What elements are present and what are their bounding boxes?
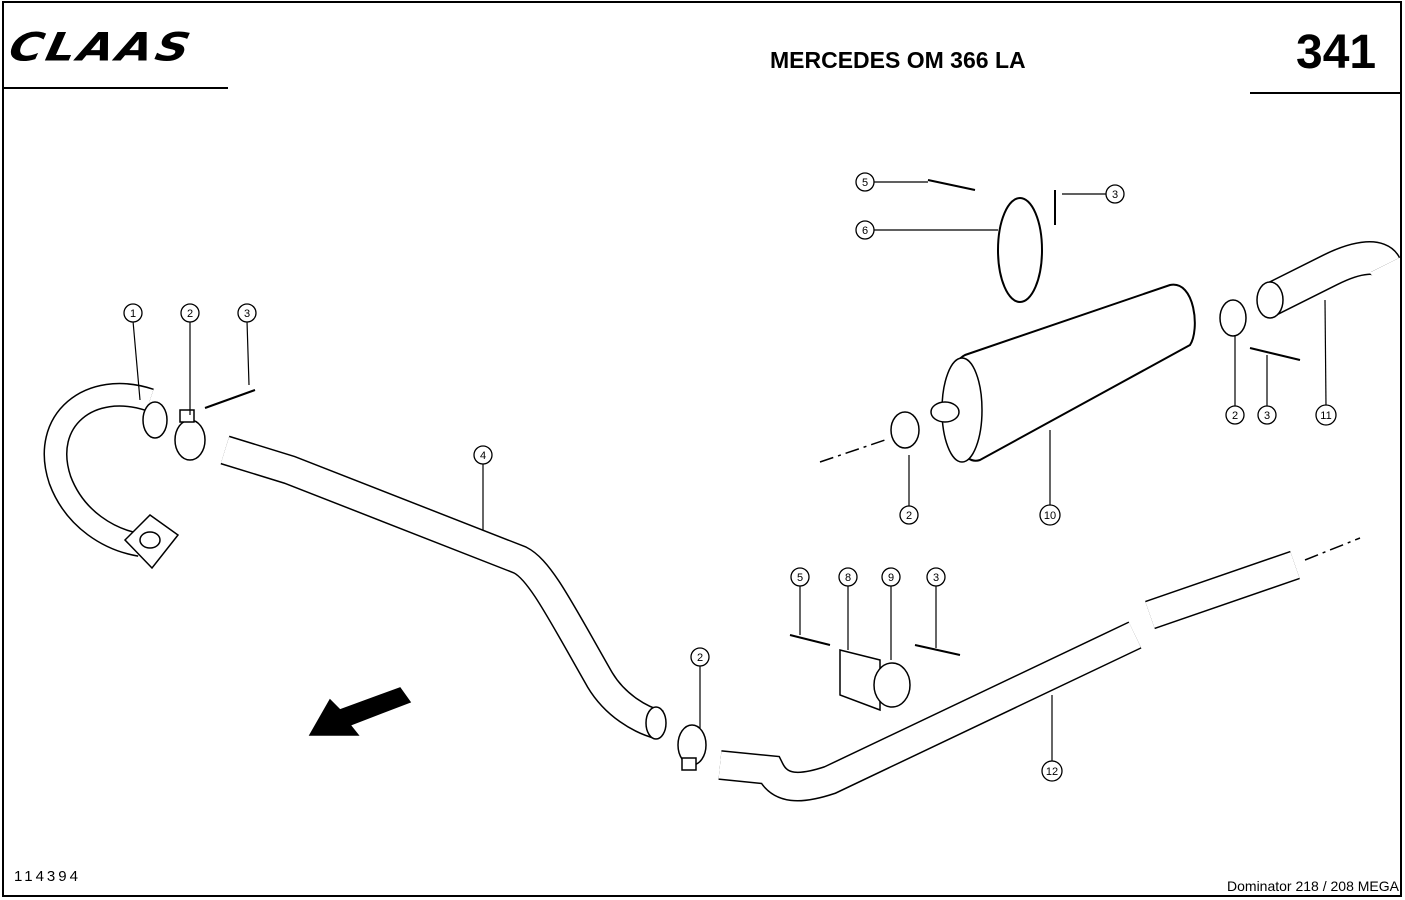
callout-2: 2	[1225, 405, 1245, 425]
model-label: Dominator 218 / 208 MEGA	[1227, 878, 1399, 894]
flange	[123, 514, 180, 570]
svg-text:3: 3	[933, 572, 939, 584]
top-border	[2, 1, 1402, 3]
callout-5: 5	[790, 567, 810, 587]
callout-3: 3	[237, 303, 257, 323]
svg-text:9: 9	[888, 572, 894, 584]
clamp-2c	[890, 411, 920, 449]
svg-text:5: 5	[797, 572, 803, 584]
callout-3: 3	[1105, 184, 1125, 204]
svg-text:4: 4	[480, 450, 486, 462]
callout-2: 2	[899, 505, 919, 525]
callout-4: 4	[473, 445, 493, 465]
callout-6: 6	[855, 220, 875, 240]
callout-2: 2	[180, 303, 200, 323]
clamp-2d	[1219, 299, 1247, 337]
bracket-8	[839, 649, 881, 712]
svg-text:3: 3	[1264, 410, 1270, 422]
figure-number: 114394	[14, 868, 81, 885]
svg-text:3: 3	[1112, 189, 1118, 201]
svg-text:12: 12	[1046, 766, 1058, 778]
callout-9: 9	[881, 567, 901, 587]
callout-1: 1	[123, 303, 143, 323]
clamp-9	[873, 662, 911, 708]
svg-text:2: 2	[187, 308, 193, 320]
svg-text:2: 2	[906, 510, 912, 522]
svg-text:10: 10	[1044, 510, 1056, 522]
clamp-2a	[174, 409, 206, 461]
callout-2: 2	[690, 647, 710, 667]
svg-text:6: 6	[862, 225, 868, 237]
callout-3: 3	[1257, 405, 1277, 425]
callout-8: 8	[838, 567, 858, 587]
page-title: MERCEDES OM 366 LA	[770, 47, 1026, 73]
svg-text:3: 3	[244, 308, 250, 320]
svg-text:8: 8	[845, 572, 851, 584]
svg-text:2: 2	[1232, 410, 1238, 422]
callout-10: 10	[1039, 504, 1061, 526]
svg-text:11: 11	[1320, 410, 1331, 422]
page-number-rule	[1250, 92, 1400, 94]
svg-text:2: 2	[697, 652, 703, 664]
callout-3: 3	[926, 567, 946, 587]
page-number: 341	[1296, 26, 1377, 79]
callout-12: 12	[1041, 760, 1063, 782]
direction-arrow-icon	[308, 687, 412, 736]
callout-11: 11	[1315, 404, 1337, 426]
clamp-6	[997, 197, 1043, 303]
svg-text:5: 5	[862, 177, 868, 189]
clamp-2b	[677, 724, 707, 771]
logo-rule	[2, 87, 228, 89]
callout-5: 5	[855, 172, 875, 192]
svg-text:1: 1	[130, 308, 136, 320]
